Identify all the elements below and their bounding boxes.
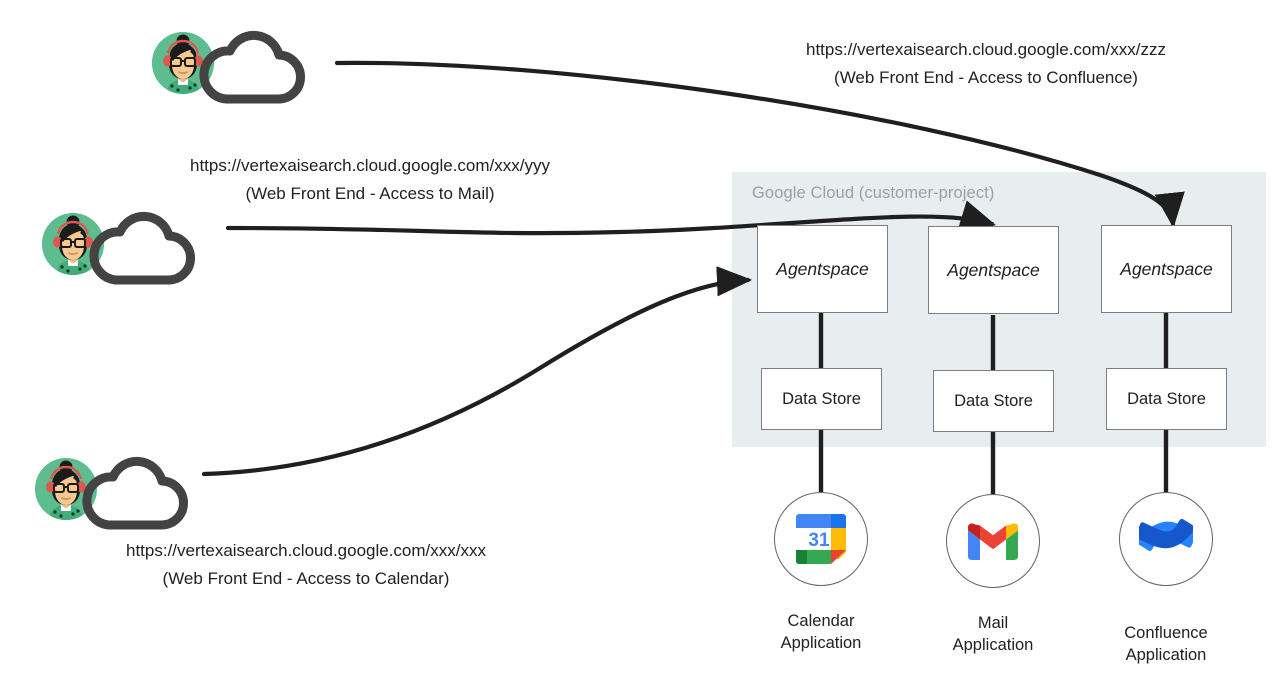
url-text: https://vertexaisearch.cloud.google.com/…	[190, 156, 550, 175]
app-caption-line1: Mail	[977, 614, 1009, 632]
url-text: https://vertexaisearch.cloud.google.com/…	[806, 40, 1166, 59]
gmail-icon	[968, 523, 1018, 560]
url-description: (Web Front End - Access to Calendar)	[162, 568, 450, 588]
confluence-icon	[1139, 518, 1193, 551]
datastore-box-confluence[interactable]: Data Store	[1106, 368, 1227, 430]
url-text: https://vertexaisearch.cloud.google.com/…	[126, 541, 486, 560]
app-circle-confluence[interactable]	[1119, 492, 1213, 586]
agentspace-box-calendar[interactable]: Agentspace	[757, 225, 888, 313]
cloud-outline-icon	[82, 457, 188, 530]
cloud-outline-icon	[199, 31, 305, 104]
wire-calendar-user-to-agentspace	[201, 266, 753, 477]
app-caption-line1: Calendar	[787, 612, 855, 630]
app-circle-calendar[interactable]: 31	[774, 492, 868, 586]
app-caption-calendar: Calendar Application	[731, 611, 911, 655]
app-caption-line2: Application	[780, 633, 862, 652]
datastore-box-calendar[interactable]: Data Store	[761, 368, 882, 430]
google-cloud-container-label: Google Cloud (customer-project)	[752, 184, 995, 202]
agentspace-label: Agentspace	[947, 259, 1040, 280]
datastore-label: Data Store	[1127, 389, 1206, 408]
cloud-outline-icon	[89, 212, 195, 285]
datastore-box-mail[interactable]: Data Store	[933, 370, 1054, 432]
app-circle-mail[interactable]	[946, 494, 1040, 588]
app-caption-line2: Application	[1125, 645, 1207, 664]
app-caption-confluence: Confluence Application	[1076, 623, 1256, 667]
datastore-label: Data Store	[782, 389, 861, 408]
datastore-label: Data Store	[954, 391, 1033, 410]
agentspace-box-confluence[interactable]: Agentspace	[1101, 225, 1232, 313]
url-label-mail: https://vertexaisearch.cloud.google.com/…	[190, 152, 550, 207]
url-label-calendar: https://vertexaisearch.cloud.google.com/…	[126, 537, 486, 592]
agentspace-label: Agentspace	[1120, 258, 1213, 279]
agentspace-box-mail[interactable]: Agentspace	[928, 226, 1059, 314]
agentspace-label: Agentspace	[776, 258, 869, 279]
app-caption-line1: Confluence	[1124, 624, 1208, 642]
google-calendar-icon: 31	[796, 514, 846, 564]
url-description: (Web Front End - Access to Mail)	[245, 183, 495, 203]
svg-text:31: 31	[808, 530, 830, 551]
app-caption-mail: Mail Application	[903, 613, 1083, 657]
url-label-confluence: https://vertexaisearch.cloud.google.com/…	[806, 36, 1166, 91]
app-caption-line2: Application	[952, 635, 1034, 654]
url-description: (Web Front End - Access to Confluence)	[834, 67, 1138, 87]
